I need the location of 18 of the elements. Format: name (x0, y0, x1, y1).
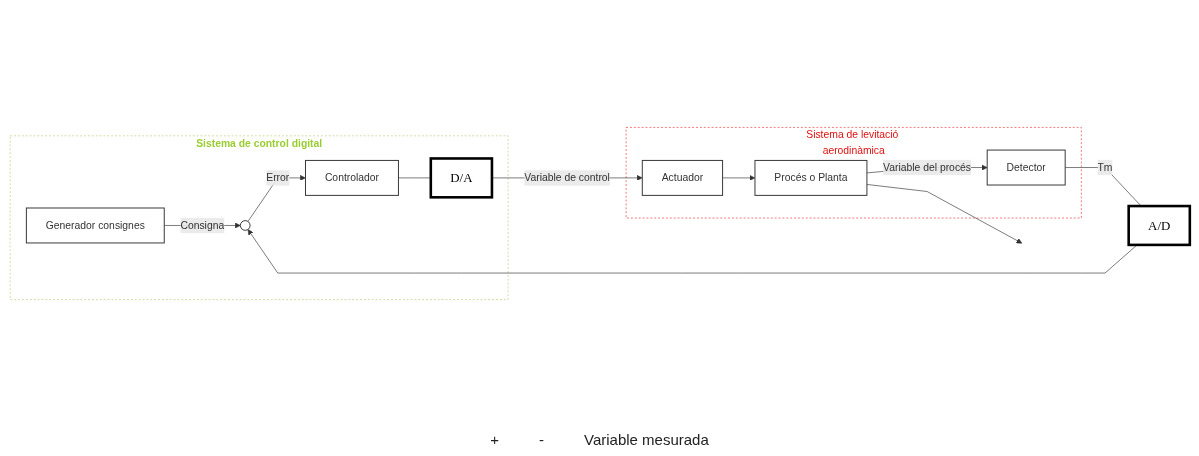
edge-label: Variable del procés (882, 161, 971, 173)
node-box: Detector (986, 149, 1066, 186)
node-box: Procés o Planta (753, 159, 867, 196)
node-circle (239, 220, 251, 231)
edge-label: Consigna (179, 219, 224, 231)
note-text: - (539, 431, 544, 448)
node-box: Generador consignes (25, 207, 165, 244)
node-box: Actuador (641, 159, 723, 196)
connector (1064, 167, 1141, 207)
connector (397, 177, 431, 179)
edge-label: Error (265, 172, 289, 184)
edge-label: Variable de control (523, 172, 610, 184)
note-text: Variable mesurada (584, 431, 709, 448)
edge-label: Tm (1097, 161, 1112, 173)
node-box: A/D (1126, 204, 1191, 247)
node-box: Controlador (304, 159, 399, 196)
note-text: + (490, 431, 499, 448)
node-box: D/A (429, 157, 493, 199)
